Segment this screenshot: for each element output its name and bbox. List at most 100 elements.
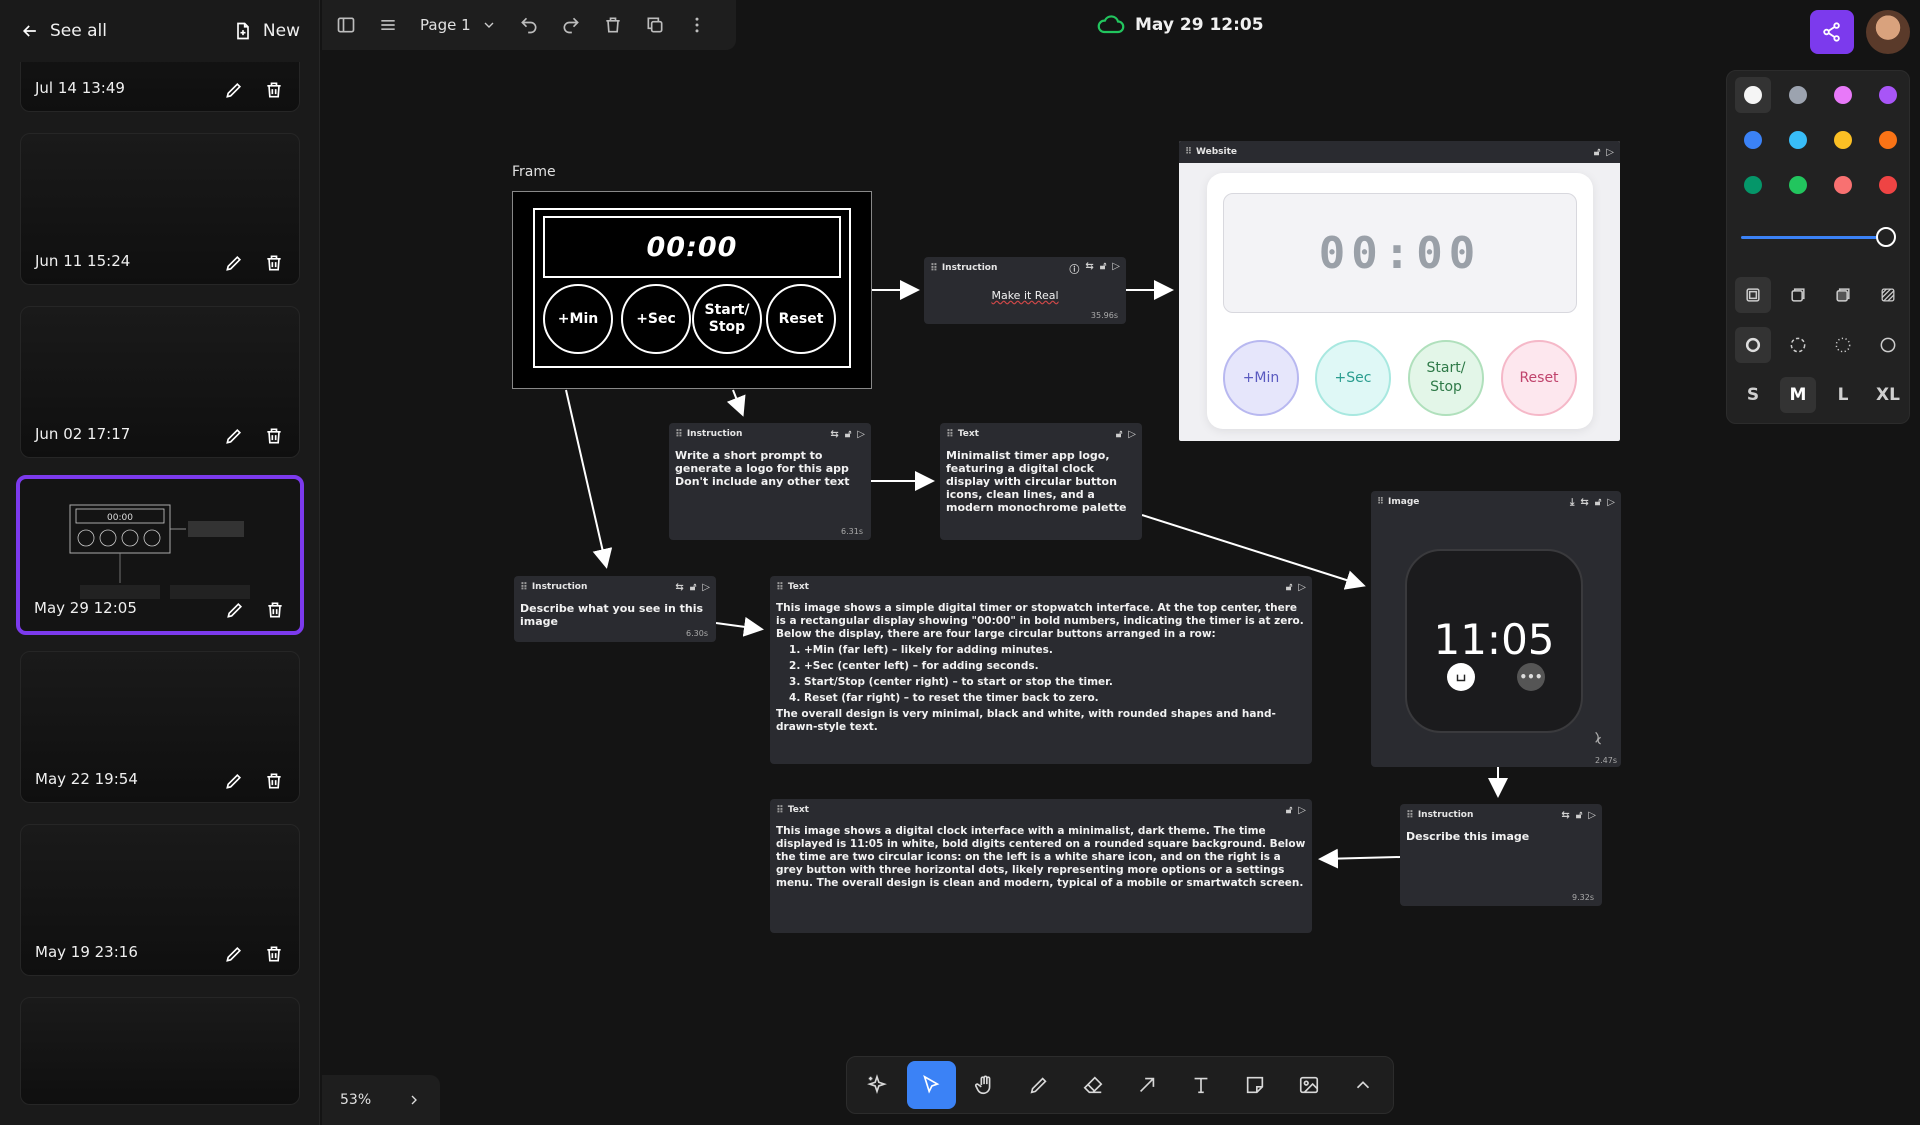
size-s[interactable]: S xyxy=(1746,385,1760,405)
grip-icon[interactable]: ⠿ xyxy=(946,428,954,440)
text-icon[interactable] xyxy=(1176,1061,1225,1109)
size-m[interactable]: M xyxy=(1780,377,1816,413)
image-icon[interactable] xyxy=(1284,1061,1333,1109)
play-icon[interactable]: ▷ xyxy=(702,581,710,593)
color-swatch-blue[interactable] xyxy=(1744,131,1762,149)
grip-icon[interactable]: ⠿ xyxy=(1377,497,1385,507)
page-select[interactable]: Page 1 xyxy=(420,16,497,34)
project-card[interactable]: May 19 23:16 xyxy=(20,824,300,976)
stroke-draw-icon[interactable] xyxy=(1735,327,1771,363)
swap-icon[interactable]: ⇆ xyxy=(1561,809,1570,821)
color-swatch-yellow[interactable] xyxy=(1834,131,1852,149)
duplicate-icon[interactable] xyxy=(645,15,665,35)
instruction-node[interactable]: ⠿Instruction⇆🔓︎▷ Describe this image 9.3… xyxy=(1400,804,1602,906)
see-all-button[interactable]: See all xyxy=(20,21,107,41)
share-button[interactable] xyxy=(1810,10,1854,54)
pencil-icon[interactable] xyxy=(1015,1061,1064,1109)
lock-icon[interactable]: 🔓︎ xyxy=(1575,809,1583,821)
more-vertical-icon[interactable] xyxy=(687,15,707,35)
lock-icon[interactable]: 🔓︎ xyxy=(689,581,697,593)
play-icon[interactable]: ▷ xyxy=(1607,496,1615,508)
edit-icon[interactable] xyxy=(223,252,245,274)
trash-icon[interactable] xyxy=(263,425,285,447)
color-swatch-light-green[interactable] xyxy=(1789,176,1807,194)
redo-icon[interactable] xyxy=(561,15,581,35)
zoom-level[interactable]: 53% xyxy=(340,1092,372,1108)
chevron-right-icon[interactable] xyxy=(406,1092,422,1108)
grip-icon[interactable]: ⠿ xyxy=(1406,809,1414,821)
play-icon[interactable]: ▷ xyxy=(1298,804,1306,816)
instruction-node[interactable]: ⠿Instruction⇆🔓︎▷ Describe what you see i… xyxy=(514,576,716,642)
wireframe-frame[interactable]: 00:00 +Min +Sec Start/ Stop Reset xyxy=(512,191,872,389)
download-icon[interactable]: ⤓ xyxy=(1570,496,1575,508)
hand-icon[interactable] xyxy=(961,1061,1010,1109)
start-stop-button[interactable]: Start/ Stop xyxy=(1408,340,1484,416)
project-card[interactable] xyxy=(20,997,300,1105)
fill-pattern-icon[interactable] xyxy=(1870,277,1906,313)
swap-icon[interactable]: ⇆ xyxy=(1085,260,1094,272)
trash-icon[interactable] xyxy=(263,79,285,101)
edit-icon[interactable] xyxy=(223,943,245,965)
project-card[interactable]: Jun 02 17:17 xyxy=(20,306,300,458)
arrow-icon[interactable] xyxy=(1123,1061,1172,1109)
lock-icon[interactable]: 🔓︎ xyxy=(1285,581,1293,593)
stroke-dotted-icon[interactable] xyxy=(1825,327,1861,363)
fill-semi-icon[interactable] xyxy=(1780,277,1816,313)
color-swatch-grey[interactable] xyxy=(1789,86,1807,104)
eraser-icon[interactable] xyxy=(1069,1061,1118,1109)
grip-icon[interactable]: ⠿ xyxy=(675,428,683,440)
grip-icon[interactable]: ⠿ xyxy=(930,262,938,274)
instruction-node[interactable]: ⠿Instruction⇆🔓︎▷ Write a short prompt to… xyxy=(669,423,871,540)
cursor-icon[interactable] xyxy=(906,1061,956,1109)
sidebar-toggle-icon[interactable] xyxy=(336,15,356,35)
trash-icon[interactable] xyxy=(264,599,286,621)
menu-icon[interactable] xyxy=(378,15,398,35)
color-swatch-white[interactable] xyxy=(1744,86,1762,104)
play-icon[interactable]: ▷ xyxy=(1606,146,1614,158)
lock-icon[interactable]: 🔓︎ xyxy=(1285,804,1293,816)
project-card[interactable]: May 22 19:54 xyxy=(20,651,300,803)
lock-icon[interactable]: 🔓︎ xyxy=(1099,260,1107,272)
sparkle-icon[interactable] xyxy=(853,1061,902,1109)
edit-icon[interactable] xyxy=(223,770,245,792)
play-icon[interactable]: ▷ xyxy=(1298,581,1306,593)
project-card-active[interactable]: 00:00 May 29 12:05 xyxy=(16,475,304,635)
stroke-dashed-icon[interactable] xyxy=(1780,327,1816,363)
project-card[interactable]: Jun 11 15:24 xyxy=(20,133,300,285)
reset-button[interactable]: Reset xyxy=(1501,340,1577,416)
trash-icon[interactable] xyxy=(263,943,285,965)
color-swatch-violet[interactable] xyxy=(1879,86,1897,104)
opacity-slider-track[interactable] xyxy=(1741,236,1885,239)
swap-icon[interactable]: ⇆ xyxy=(675,581,684,593)
new-button[interactable]: New xyxy=(233,21,300,41)
note-icon[interactable] xyxy=(1230,1061,1279,1109)
opacity-slider-knob[interactable] xyxy=(1876,227,1896,247)
size-xl[interactable]: XL xyxy=(1876,385,1900,405)
fill-none-icon[interactable] xyxy=(1735,277,1771,313)
color-swatch-light-red[interactable] xyxy=(1834,176,1852,194)
color-swatch-green[interactable] xyxy=(1744,176,1762,194)
stroke-solid-icon[interactable] xyxy=(1870,327,1906,363)
chevron-up-icon[interactable] xyxy=(1338,1061,1387,1109)
min-button[interactable]: +Min xyxy=(1223,340,1299,416)
fill-solid-icon[interactable] xyxy=(1825,277,1861,313)
size-l[interactable]: L xyxy=(1837,385,1849,405)
user-avatar[interactable] xyxy=(1866,10,1910,54)
text-node[interactable]: ⠿Text🔓︎▷ Minimalist timer app logo, feat… xyxy=(940,423,1142,540)
color-swatch-light-violet[interactable] xyxy=(1834,86,1852,104)
image-node[interactable]: ⠿Image⤓⇆🔓︎▷ 11:05 ••• 2.47s xyxy=(1371,491,1621,767)
color-swatch-red[interactable] xyxy=(1879,176,1897,194)
trash-icon[interactable] xyxy=(263,252,285,274)
swap-icon[interactable]: ⇆ xyxy=(1580,496,1589,508)
info-icon[interactable]: ⓘ xyxy=(1069,264,1080,276)
edit-icon[interactable] xyxy=(224,599,246,621)
edit-icon[interactable] xyxy=(223,79,245,101)
delete-icon[interactable] xyxy=(603,15,623,35)
play-icon[interactable]: ▷ xyxy=(1588,809,1596,821)
play-icon[interactable]: ▷ xyxy=(1128,428,1136,440)
lock-icon[interactable]: 🔓︎ xyxy=(844,428,852,440)
undo-icon[interactable] xyxy=(519,15,539,35)
color-swatch-light-blue[interactable] xyxy=(1789,131,1807,149)
color-swatch-orange[interactable] xyxy=(1879,131,1897,149)
